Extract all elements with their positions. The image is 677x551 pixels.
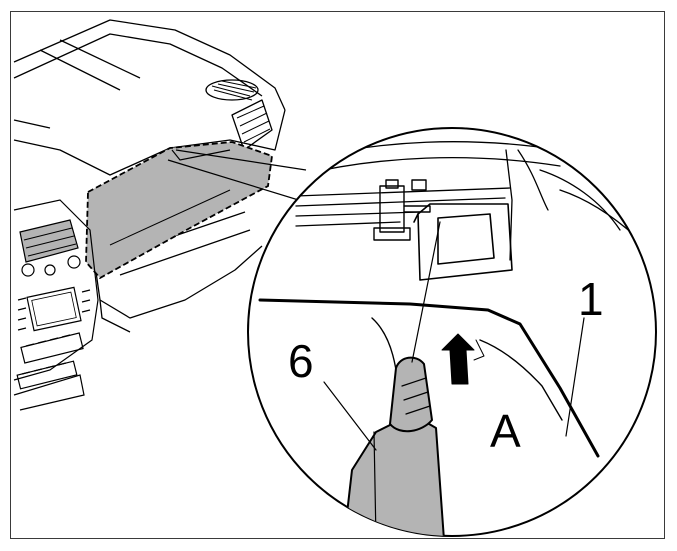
center-vents [19, 219, 79, 263]
trim-tool [343, 221, 445, 536]
top-vent-grille [205, 79, 259, 101]
push-direction-arrow [441, 333, 485, 385]
glovebox-lid-edge [258, 298, 600, 458]
detail-magnifier: 1 6 A [247, 127, 657, 537]
glovebox-highlight [85, 141, 273, 280]
callout-label-a: A [490, 405, 521, 457]
side-vent [231, 99, 273, 151]
glovebox-hook [413, 203, 513, 281]
dashboard-overview [13, 19, 286, 333]
callout-label-6: 6 [288, 335, 314, 387]
center-console [13, 199, 99, 411]
retaining-clip [373, 179, 431, 241]
radio-display [26, 286, 82, 332]
callout-leaders [323, 317, 585, 451]
magnifier-leader [167, 149, 319, 207]
callout-label-1: 1 [578, 273, 604, 325]
